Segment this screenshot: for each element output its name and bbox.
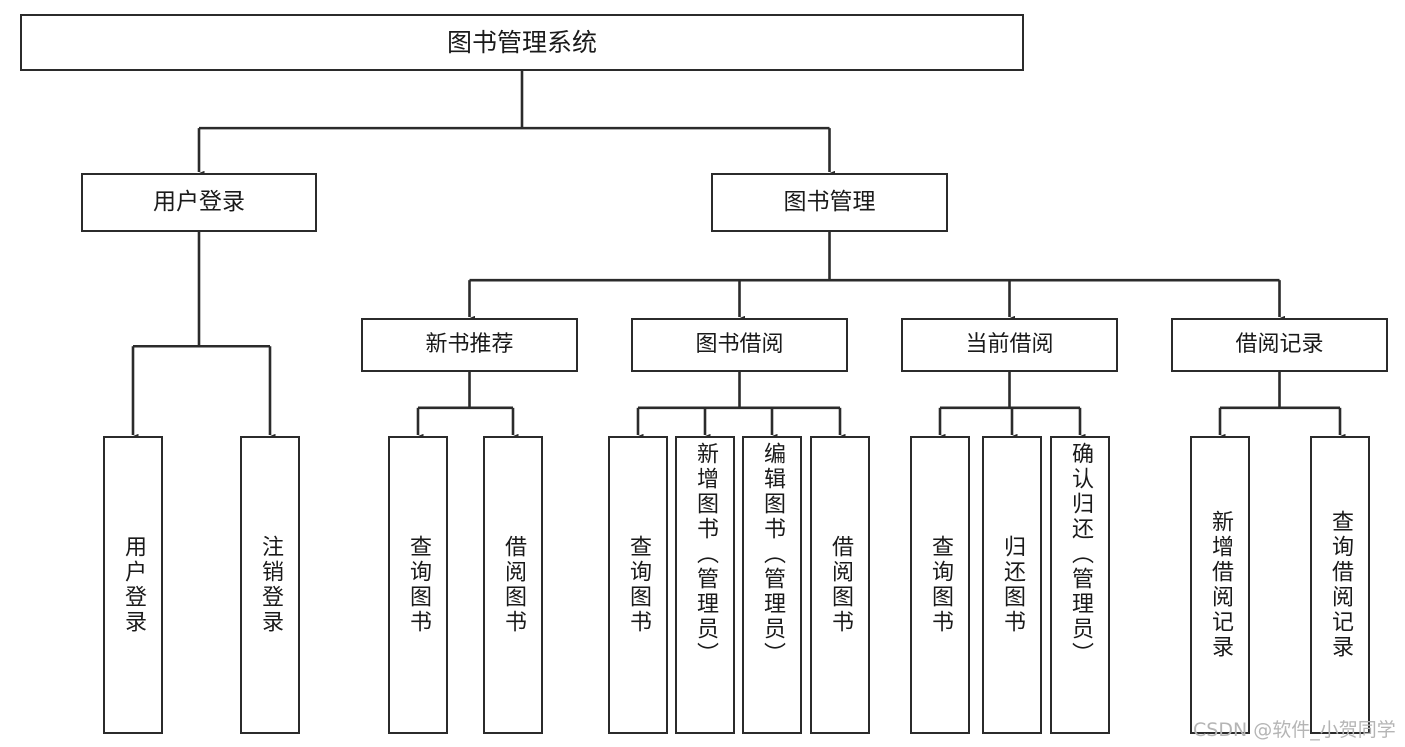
node-label: 查询图书 <box>928 535 953 635</box>
node-label: 查询图书 <box>626 535 651 635</box>
node-label: 用户登录 <box>153 188 245 215</box>
node-leaf-add-book[interactable]: 新增图书（管理员） <box>675 436 735 734</box>
node-leaf-return-book[interactable]: 归还图书 <box>982 436 1042 734</box>
node-label: 归还图书 <box>1000 535 1025 635</box>
node-label: 图书借阅 <box>695 331 784 357</box>
node-label: 确认归还（管理员） <box>1068 442 1093 667</box>
node-leaf-query-book-2[interactable]: 查询图书 <box>608 436 668 734</box>
node-label: 借阅记录 <box>1235 331 1324 357</box>
node-label: 借阅图书 <box>828 535 853 635</box>
node-leaf-query-record[interactable]: 查询借阅记录 <box>1310 436 1370 734</box>
node-current-borrow[interactable]: 当前借阅 <box>901 318 1118 372</box>
node-label: 用户登录 <box>121 535 146 635</box>
node-new-book-rec[interactable]: 新书推荐 <box>361 318 578 372</box>
node-label: 查询借阅记录 <box>1328 510 1353 660</box>
node-label: 图书管理 <box>783 188 876 215</box>
node-book-manage[interactable]: 图书管理 <box>711 173 948 232</box>
node-borrow-record[interactable]: 借阅记录 <box>1171 318 1388 372</box>
node-label: 查询图书 <box>406 535 431 635</box>
node-leaf-logout[interactable]: 注销登录 <box>240 436 300 734</box>
node-leaf-borrow-book-2[interactable]: 借阅图书 <box>810 436 870 734</box>
node-label: 新增图书（管理员） <box>693 442 718 667</box>
watermark-text: CSDN @软件_小贺同学 <box>1193 719 1396 741</box>
node-leaf-query-book-3[interactable]: 查询图书 <box>910 436 970 734</box>
node-leaf-user-login[interactable]: 用户登录 <box>103 436 163 734</box>
node-leaf-confirm-return[interactable]: 确认归还（管理员） <box>1050 436 1110 734</box>
node-label: 当前借阅 <box>965 331 1054 357</box>
node-label: 新增借阅记录 <box>1208 510 1233 660</box>
node-label: 新书推荐 <box>425 331 514 357</box>
node-label: 借阅图书 <box>501 535 526 635</box>
node-label: 注销登录 <box>258 535 283 635</box>
node-leaf-borrow-book-1[interactable]: 借阅图书 <box>483 436 543 734</box>
node-user-login[interactable]: 用户登录 <box>81 173 317 232</box>
node-leaf-edit-book[interactable]: 编辑图书（管理员） <box>742 436 802 734</box>
node-label: 图书管理系统 <box>446 27 597 57</box>
node-leaf-query-book-1[interactable]: 查询图书 <box>388 436 448 734</box>
node-label: 编辑图书（管理员） <box>760 442 785 667</box>
node-leaf-add-record[interactable]: 新增借阅记录 <box>1190 436 1250 734</box>
node-root[interactable]: 图书管理系统 <box>20 14 1024 71</box>
node-book-borrow[interactable]: 图书借阅 <box>631 318 848 372</box>
